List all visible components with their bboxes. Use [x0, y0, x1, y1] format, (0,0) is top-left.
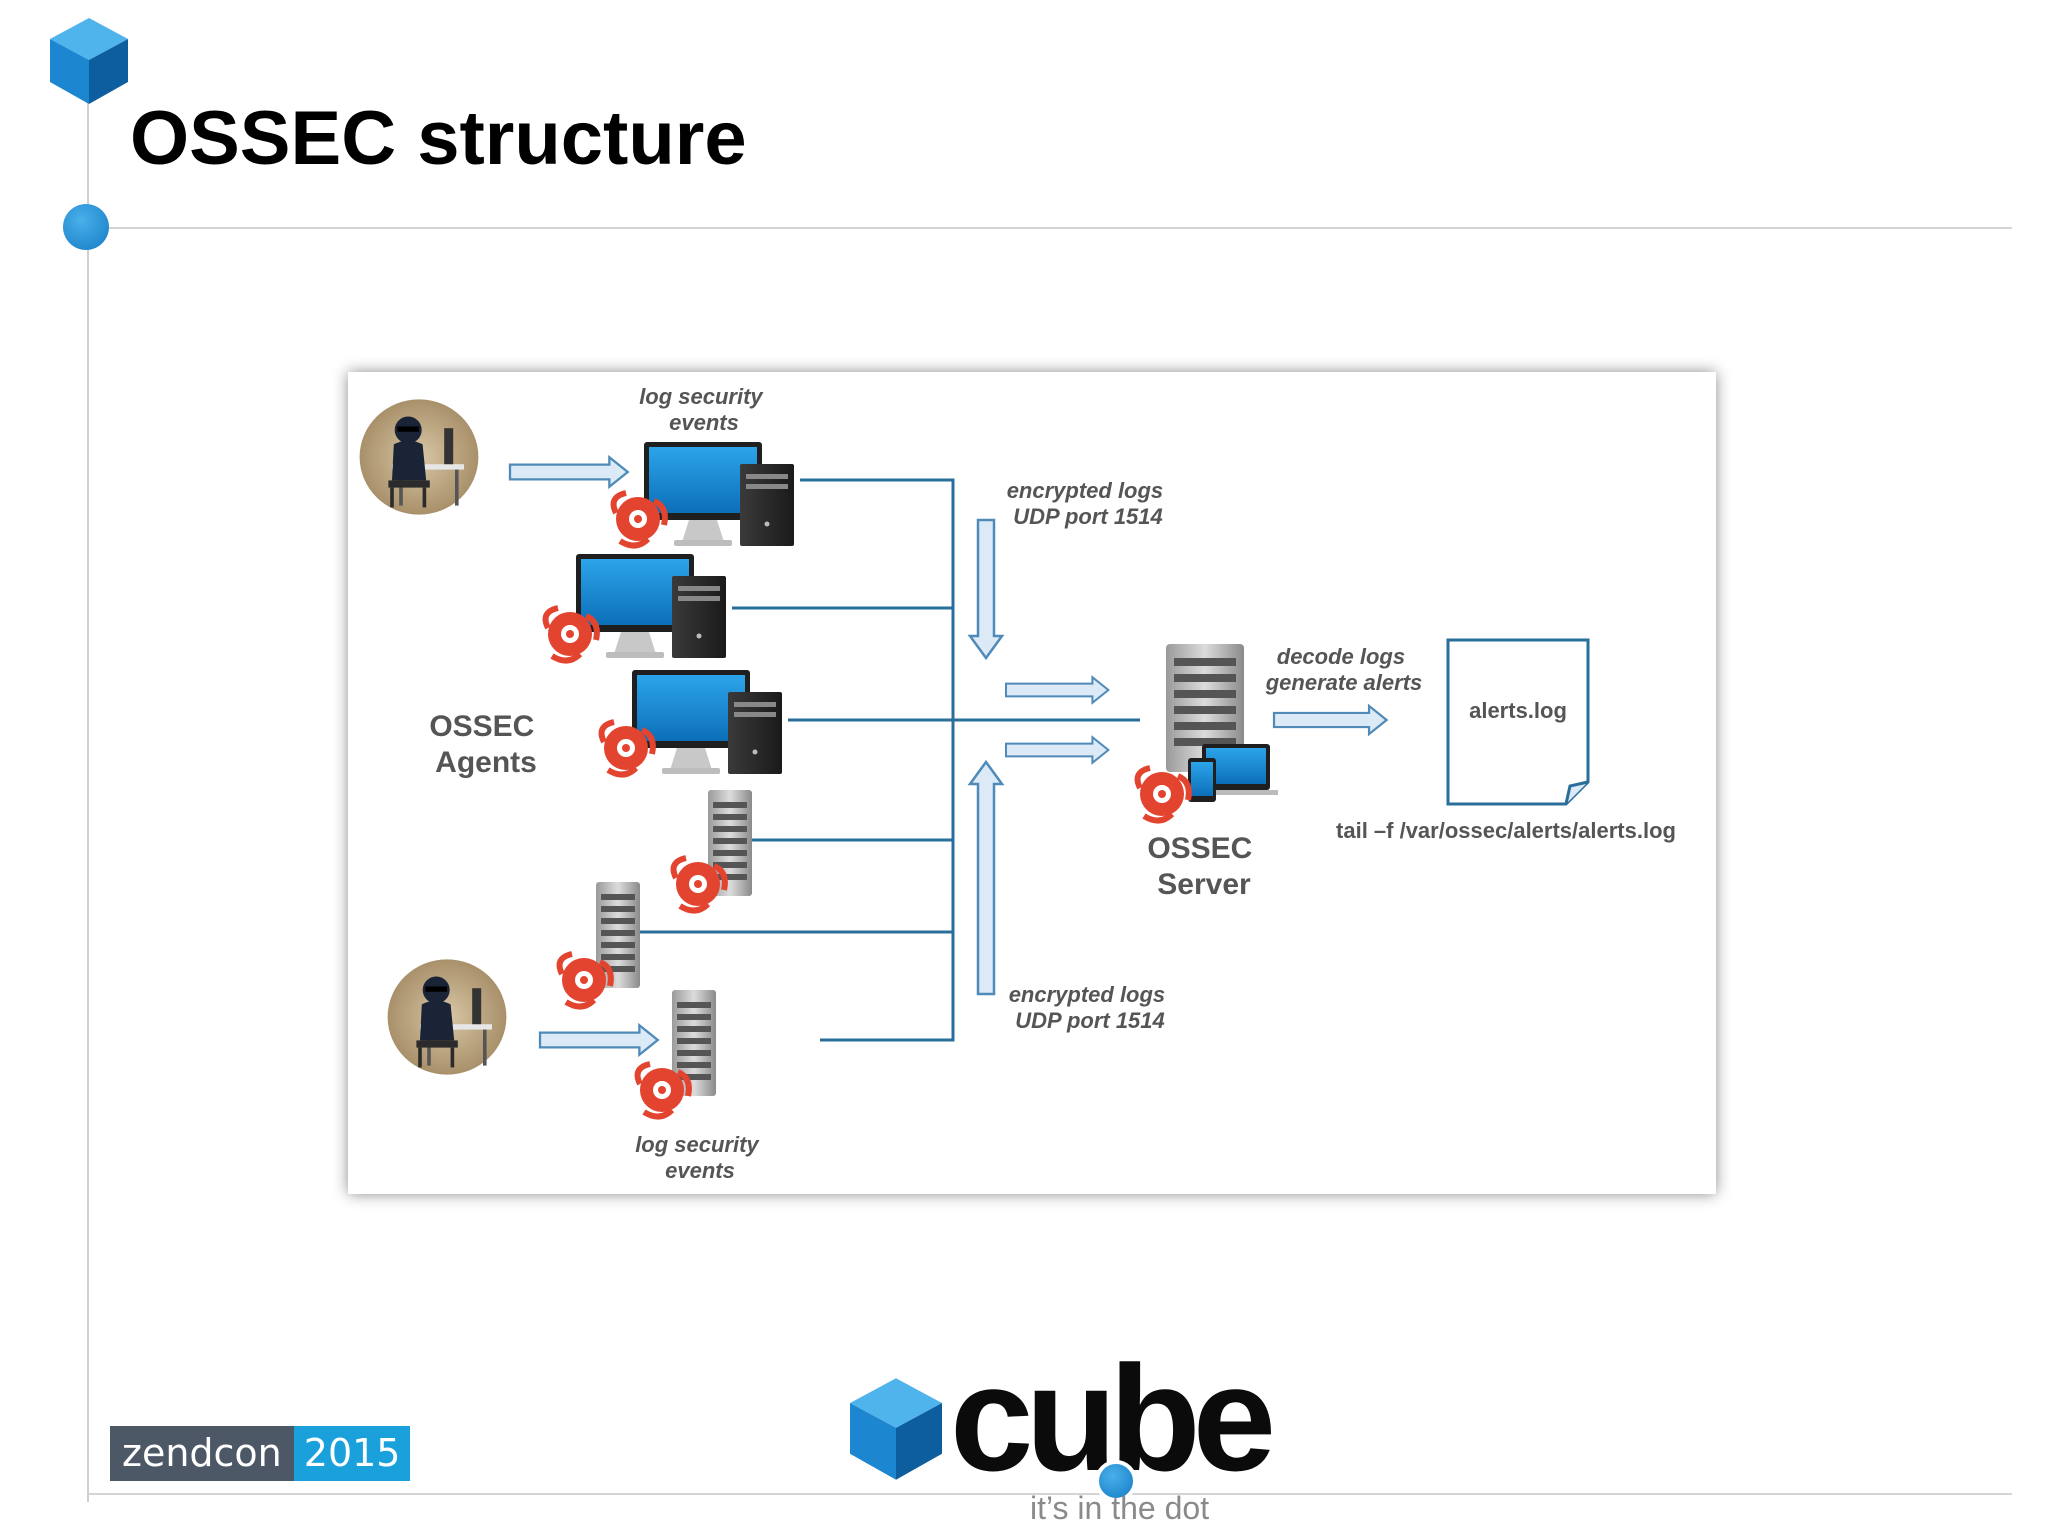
blue-dot-icon	[63, 204, 109, 250]
cube-logo-icon	[50, 18, 128, 104]
vertical-rule	[87, 62, 89, 1502]
decode-arrow	[1272, 704, 1388, 736]
desktop-agent-2	[576, 554, 726, 658]
ossec-logo-icon	[1138, 768, 1189, 821]
ossec-server	[1166, 644, 1278, 802]
top-transport-label: encrypted logs UDP port 1514	[1007, 478, 1170, 529]
ossec-diagram: log security events log security events …	[348, 372, 1716, 1194]
zendcon-year: 2015	[293, 1426, 411, 1481]
zendcon-name: zendcon	[110, 1426, 294, 1481]
zendcon-badge: zendcon 2015	[110, 1426, 411, 1481]
command-label: tail –f /var/ossec/alerts/alerts.log	[1336, 818, 1676, 843]
hacker-icon	[387, 959, 507, 1075]
ossec-logo-icon	[546, 608, 597, 661]
alerts-log-file-icon	[1446, 638, 1590, 806]
cube-brand-logo: cube it’s in the dot	[850, 1334, 1310, 1535]
ossec-logo-icon	[674, 858, 725, 911]
event-arrow-top	[508, 456, 629, 488]
agents-label: OSSEC Agents	[429, 710, 542, 779]
transport-arrow-down	[967, 518, 1005, 661]
diagram-canvas: log security events log security events …	[359, 384, 1676, 1183]
server-input-arrow-2	[1004, 736, 1110, 764]
blue-dot-icon	[1095, 1460, 1137, 1502]
bottom-event-label: log security events	[635, 1132, 765, 1183]
bottom-transport-label: encrypted logs UDP port 1514	[1009, 982, 1172, 1033]
connection-lines	[640, 478, 1140, 1042]
file-name-label: alerts.log	[1469, 698, 1567, 723]
desktop-agent-3	[632, 670, 782, 774]
ossec-logo-icon	[602, 722, 653, 775]
tagline: it’s in the dot	[1030, 1490, 1210, 1526]
footer-divider	[87, 1493, 2012, 1495]
top-event-label: log security events	[639, 384, 769, 435]
event-arrow-bottom	[538, 1024, 659, 1056]
transport-arrow-up	[967, 759, 1005, 996]
server-input-arrow-1	[1004, 676, 1110, 704]
slide-title: OSSEC structure	[130, 96, 747, 181]
server-label: OSSEC Server	[1147, 832, 1260, 901]
ossec-logo-icon	[638, 1064, 689, 1117]
desktop-agent-1	[644, 442, 794, 546]
ossec-logo-icon	[614, 493, 665, 546]
cube-icon	[850, 1378, 942, 1480]
decode-label: decode logs generate alerts	[1265, 644, 1423, 695]
hacker-icon	[359, 399, 479, 515]
ossec-logo-icon	[560, 954, 611, 1007]
title-divider	[87, 227, 2012, 229]
